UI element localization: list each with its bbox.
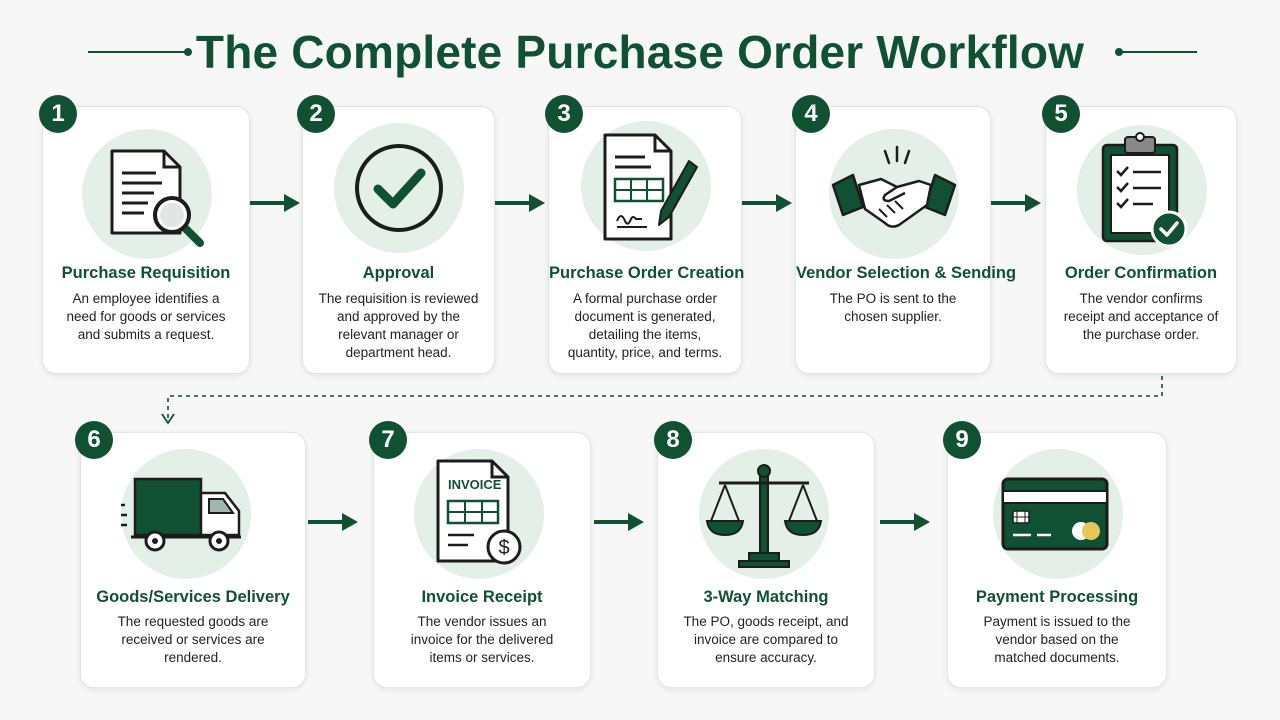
step-title: Invoice Receipt (421, 588, 543, 606)
icon-circle (334, 123, 464, 253)
title-bar: The Complete Purchase Order Workflow (0, 22, 1280, 82)
credit-card-icon (1001, 477, 1109, 551)
step-title: Goods/Services Delivery (96, 588, 290, 606)
step-description: The requested goods are received or serv… (117, 614, 269, 665)
step-badge-3: 3 (545, 95, 583, 133)
step-card-6: Goods/Services Delivery The requested go… (80, 432, 306, 688)
step-description: The vendor issues an invoice for the del… (410, 614, 554, 665)
arrow-right-icon (594, 513, 644, 531)
invoice-icon: INVOICE $ (436, 459, 522, 565)
step-description: An employee identifies a need for goods … (66, 291, 226, 342)
step-card-4: Vendor Selection & Sending The PO is sen… (795, 106, 1017, 374)
step-badge-6: 6 (75, 421, 113, 459)
icon-circle (82, 129, 212, 259)
step-title: Approval (362, 264, 435, 282)
step-description: The PO, goods receipt, and invoice are c… (683, 614, 849, 665)
icon-circle (581, 121, 711, 251)
checkmark-circle-icon (355, 144, 443, 232)
document-pen-icon (603, 133, 698, 241)
step-description: The requisition is reviewed and approved… (318, 291, 479, 360)
step-badge-8: 8 (654, 421, 692, 459)
arrow-right-icon (991, 194, 1041, 212)
arrow-right-icon (308, 513, 358, 531)
step-badge-4: 4 (792, 95, 830, 133)
step-badge-9: 9 (943, 421, 981, 459)
invoice-label: INVOICE (448, 477, 502, 492)
handshake-icon (831, 145, 957, 228)
icon-circle: INVOICE $ (414, 449, 544, 579)
arrow-right-icon (880, 513, 930, 531)
balance-scale-icon (705, 464, 823, 568)
step-description: Payment is issued to the vendor based on… (983, 614, 1131, 665)
dollar-icon: $ (498, 537, 509, 559)
step-description: A formal purchase order document is gene… (567, 291, 723, 360)
document-magnifier-icon (110, 149, 204, 247)
step-title: Purchase Order Creation (549, 264, 745, 282)
icon-circle (829, 129, 959, 259)
step-badge-2: 2 (297, 95, 335, 133)
step-card-7: INVOICE $ Invoice Receipt The vendor iss… (373, 432, 591, 688)
title-dot-left (184, 48, 192, 56)
title-dot-right (1115, 48, 1123, 56)
arrow-right-icon (495, 194, 545, 212)
step-badge-5: 5 (1042, 95, 1080, 133)
title-line-left (88, 51, 188, 53)
step-card-1: Purchase Requisition An employee identif… (42, 106, 250, 374)
title-line-right (1122, 51, 1197, 53)
clipboard-check-icon (1101, 132, 1188, 248)
icon-circle (1077, 125, 1207, 255)
page-title: The Complete Purchase Order Workflow (195, 26, 1085, 78)
arrow-right-icon (250, 194, 300, 212)
step-card-3: Purchase Order Creation A formal purchas… (548, 106, 745, 374)
step-title: 3-Way Matching (703, 588, 829, 606)
step-badge-7: 7 (369, 421, 407, 459)
step-card-5: Order Confirmation The vendor confirms r… (1045, 106, 1237, 374)
delivery-truck-icon (121, 477, 241, 552)
step-card-9: Payment Processing Payment is issued to … (947, 432, 1167, 688)
step-title: Order Confirmation (1064, 264, 1218, 282)
icon-circle (993, 449, 1123, 579)
step-title: Payment Processing (975, 588, 1139, 606)
step-card-8: 3-Way Matching The PO, goods receipt, an… (657, 432, 875, 688)
arrow-right-icon (742, 194, 792, 212)
step-description: The PO is sent to the chosen supplier. (829, 291, 957, 324)
step-title: Purchase Requisition (61, 264, 231, 282)
step-title: Vendor Selection & Sending (796, 264, 1017, 282)
icon-circle (121, 449, 251, 579)
step-badge-1: 1 (39, 95, 77, 133)
step-card-2: Approval The requisition is reviewed and… (302, 106, 495, 374)
icon-circle (699, 449, 829, 579)
step-description: The vendor confirms receipt and acceptan… (1063, 291, 1219, 342)
